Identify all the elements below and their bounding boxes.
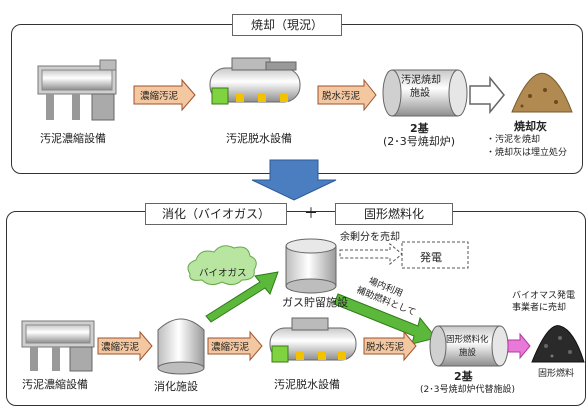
ash-note-1: ・汚泥を焼却 [486, 135, 541, 145]
thickened-sludge-label-3: 濃縮汚泥 [211, 341, 250, 353]
thickened-sludge-arrow-3 [207, 330, 263, 362]
to-ash-arrow [469, 75, 505, 115]
biomass-label-1: バイオマス発電 [512, 291, 576, 301]
gas-holder-label: ガス貯留施設 [282, 296, 348, 309]
solid-fuel-arrow [507, 332, 531, 360]
incinerator-label-2: 施設 [410, 86, 430, 99]
digester-label: 消化施設 [154, 380, 198, 393]
thickened-sludge-label-2: 濃縮汚泥 [101, 341, 140, 353]
incinerator-icon [382, 69, 468, 117]
thickener-label: 汚泥濃縮設備 [40, 132, 106, 145]
ash-pile-icon [511, 72, 573, 113]
thickener-machine-icon-2 [21, 320, 95, 372]
solid-fuel-label-2: 施設 [459, 347, 477, 358]
solid-fuel-note: (2･3号焼却炉代替施設) [420, 385, 515, 395]
ash-note-2: ・焼却灰は埋立処分 [486, 148, 568, 158]
dewatered-sludge-label-2: 脱水汚泥 [366, 341, 405, 353]
solid-fuel-product-label: 固形燃料 [538, 369, 575, 379]
solid-fuel-count: 2基 [454, 370, 473, 383]
biogas-cloud-icon [187, 245, 257, 286]
auxiliary-fuel-arrow [333, 293, 437, 345]
thickened-sludge-label: 濃縮汚泥 [140, 90, 179, 102]
biogas-arrow [205, 271, 279, 323]
incinerator-count: 2基 [410, 122, 429, 135]
thickener-label-2: 汚泥濃縮設備 [22, 378, 88, 391]
power-generation-box [401, 241, 469, 269]
dewatered-sludge-arrow-2 [363, 330, 417, 362]
solid-fuel-title: 固形燃料化 [335, 203, 453, 225]
solid-fuel-label-1: 固形燃料化 [446, 334, 489, 345]
ash-label: 焼却灰 [514, 120, 547, 133]
solid-fuel-pile-icon [531, 325, 585, 363]
thickened-sludge-arrow [133, 78, 196, 112]
digester-tank-icon [157, 318, 205, 375]
thickened-sludge-arrow-2 [97, 330, 153, 362]
dewatering-label-2: 汚泥脱水設備 [274, 378, 340, 391]
dewatered-sludge-label: 脱水汚泥 [322, 90, 361, 102]
power-label: 発電 [420, 250, 442, 264]
biogas-label: バイオガス [199, 268, 247, 279]
gas-holder-icon [285, 238, 337, 294]
surplus-label: 余剰分を売却 [340, 232, 400, 243]
dewatering-label: 汚泥脱水設備 [226, 132, 292, 145]
incinerator-label-1: 汚泥焼却 [401, 73, 441, 86]
dewatered-sludge-arrow [317, 78, 377, 112]
solid-fuel-facility-icon [429, 325, 509, 367]
plus-sign: ＋ [304, 206, 318, 222]
dewatering-machine-icon-2 [269, 317, 357, 363]
digestion-title: 消化（バイオガス） [145, 203, 287, 225]
thickener-machine-icon [37, 59, 117, 121]
current-process-title: 焼却（現況） [232, 14, 342, 36]
biomass-label-2: 事業者に売却 [512, 303, 567, 313]
surplus-arrow [339, 242, 403, 266]
transition-arrow [251, 159, 337, 201]
incinerator-note: (2･3号焼却炉) [383, 135, 456, 148]
dewatering-machine-icon [209, 57, 301, 105]
